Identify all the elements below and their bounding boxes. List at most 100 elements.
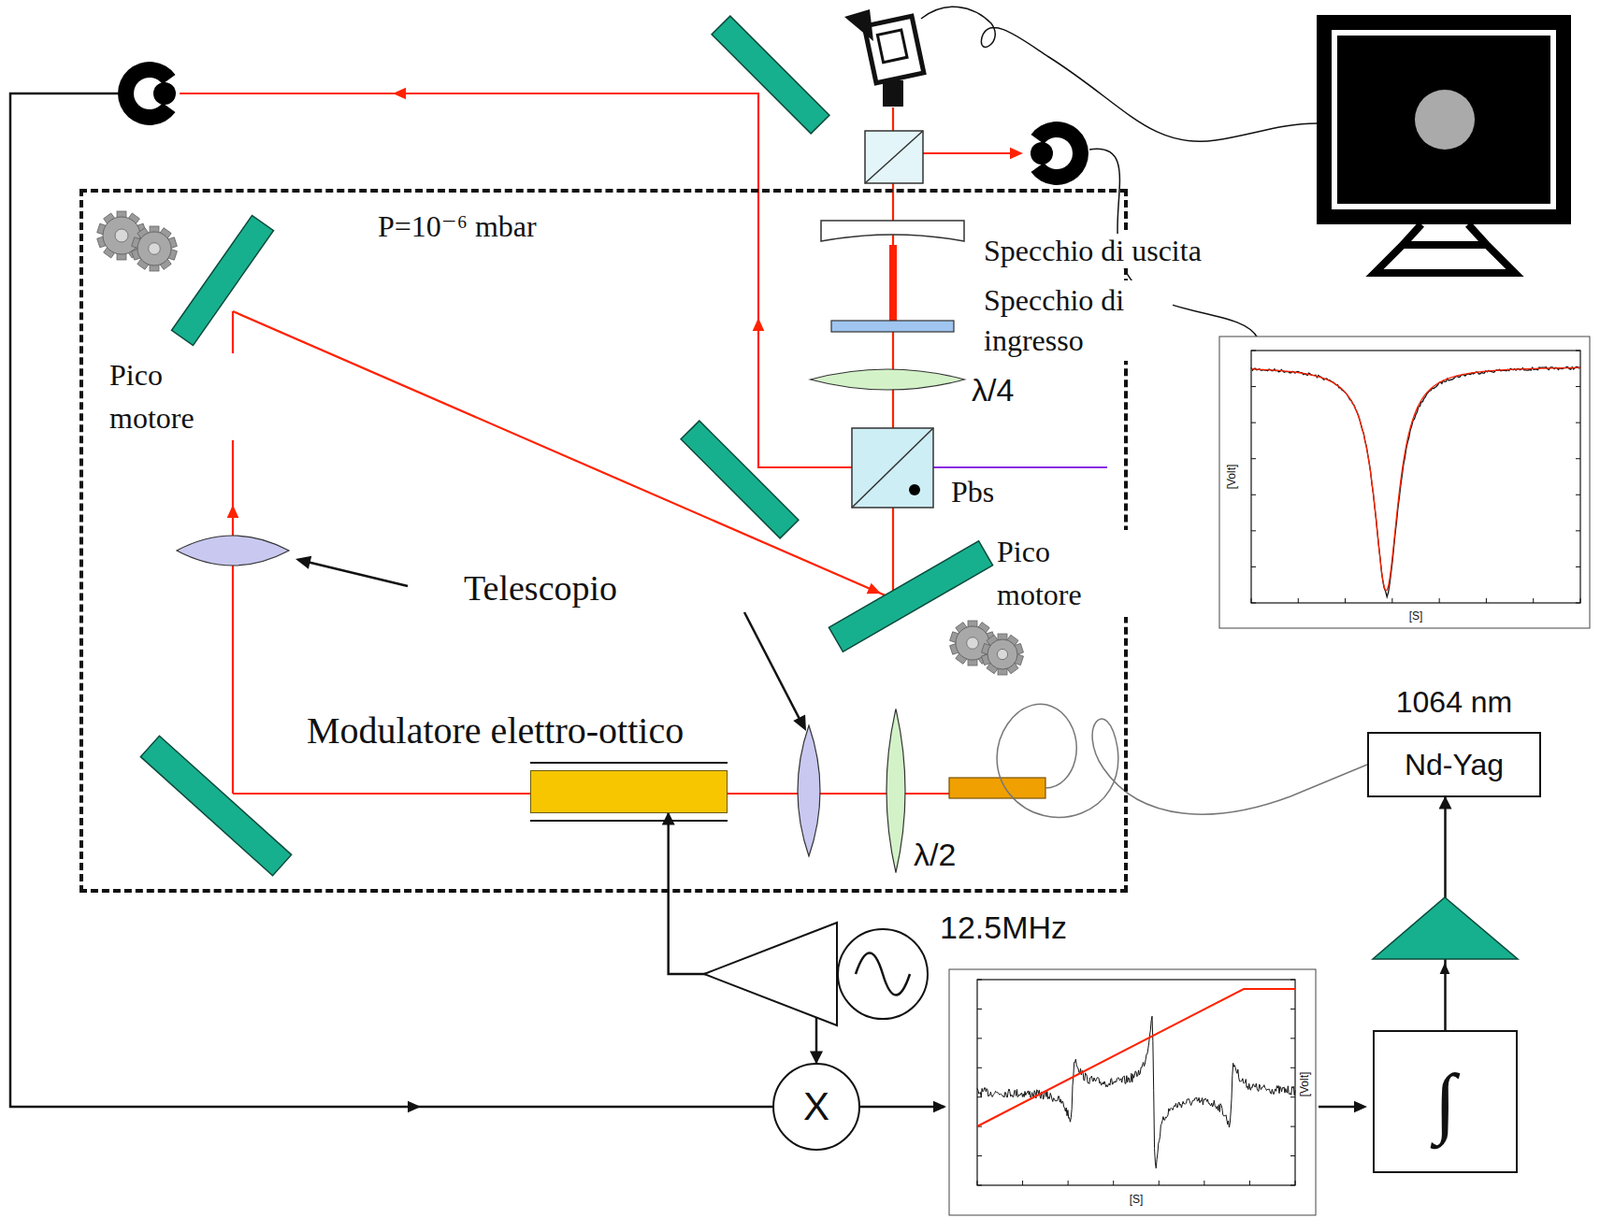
waveplate-label: λ/4 [969,372,1016,409]
camera-body [864,15,924,83]
axis-label: [Volt] [1298,1070,1312,1100]
error-signal-curve [977,1016,1296,1169]
gear [102,216,141,255]
electrode-line [530,762,728,764]
cavity-beam [889,245,897,321]
tick [977,980,982,981]
tick [1580,598,1582,604]
tick [1290,1067,1296,1069]
tick [1575,386,1581,388]
photodiode-body [117,61,176,126]
tick [1575,422,1581,424]
tick [1203,1181,1205,1186]
optical-fiber [996,704,1368,818]
tick [1575,530,1581,532]
cube-diagonal [864,130,923,184]
cube-diagonal [851,428,934,508]
arrow-head [407,1101,421,1114]
beam-splitter-cube [864,130,923,184]
box-text: Nd-Yag [1404,749,1504,780]
purple-beam [933,466,1108,469]
error-signal-plot [949,969,1316,1216]
transmitted-beam [922,152,1022,155]
gear-hub [996,648,1008,660]
gear-hub [966,637,980,650]
gear [955,626,990,661]
tick [1290,1185,1296,1187]
measured-curve [1251,366,1581,597]
mirror [172,216,274,346]
amplifier-symbol [1372,897,1518,960]
laser-box: 1064 nmNd-Yag [1367,732,1542,798]
ramp-curve [977,989,1296,1127]
arrow-head [1440,963,1451,975]
axis-label: [S] [1127,1194,1146,1208]
tick [1290,980,1296,981]
mirror-label: Specchio di uscita [981,233,1204,269]
telescope-label: Telescopio [461,568,620,610]
plot-axes [1251,350,1581,604]
arrow-head [866,583,884,600]
tick [1575,566,1581,568]
eo-modulator: Modulatore elettro-ottico [530,770,728,814]
waveplate-label: λ/2 [911,836,958,874]
arrow-head [1009,147,1024,160]
amplifier-symbol [704,922,837,1026]
tick [1290,1009,1296,1010]
tick [1575,458,1581,460]
tick [1297,598,1299,604]
gear [137,231,172,266]
tick [1575,494,1581,496]
arrow-head [293,552,312,570]
resonance-plot [1219,336,1590,629]
tick [1485,598,1487,604]
electrode-line [530,820,728,822]
oscillator-circle: 12.5MHz [836,928,929,1021]
tick [1251,386,1256,388]
splitter-label: Pbs [949,475,996,510]
photodiode-sensor [153,82,176,105]
tick [1290,1126,1296,1128]
beam-splitter-cube [851,428,934,508]
gear-hub [115,229,129,243]
tick [1575,350,1581,352]
gear [987,639,1018,670]
tick [1251,494,1256,496]
tick [1290,1155,1296,1157]
tick [1295,1181,1297,1186]
tick [1112,1181,1114,1186]
tick [977,1009,982,1010]
camera-window [877,29,908,63]
box-heading: P=10⁻⁶ mbar [377,209,537,245]
photodiode-sensor [1030,142,1053,165]
tick [1022,1181,1024,1186]
output-mirror [821,220,965,242]
arrow-head [1354,1101,1368,1114]
box-text: ∫ [1434,1063,1456,1142]
monitor-bezel [1331,29,1557,210]
lens [176,535,289,566]
arrow-head [933,1101,947,1114]
polarization-dot [908,484,921,496]
box-text: X [803,1087,830,1127]
monitor-screen [1337,35,1551,204]
mirror-label: Specchio di ingresso [981,280,1173,361]
box-heading: Modulatore elettro-ottico [306,709,684,753]
integrator-box: ∫ [1372,1030,1518,1174]
tick [1158,1181,1160,1186]
tick [1251,603,1256,605]
box-heading: 12.5MHz [939,909,1067,947]
input-mirror [831,320,954,332]
monitor-frame [1316,14,1572,225]
tick [1251,566,1256,568]
tick [1251,458,1256,460]
signal-wire [860,1106,945,1110]
tick [977,1155,982,1157]
tick [1290,1037,1296,1039]
tick [1344,598,1346,604]
mirror [140,735,291,876]
laser-beam [232,311,888,597]
motor-label: Pico motore [107,353,243,441]
